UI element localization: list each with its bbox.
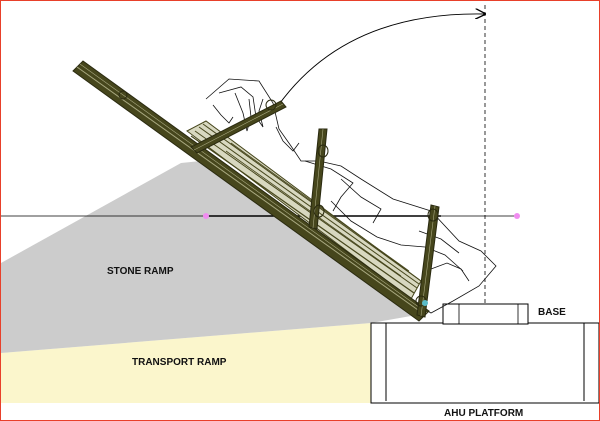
sled-frame xyxy=(72,60,440,322)
stone-ramp-shape xyxy=(1,161,411,353)
transport-ramp-label: TRANSPORT RAMP xyxy=(132,357,227,368)
transport-ramp-shape xyxy=(1,323,371,403)
axis-marker-right xyxy=(514,213,520,219)
moai-statue-outline xyxy=(205,78,497,314)
axis-marker-left xyxy=(203,213,209,219)
ahu-platform-block xyxy=(370,322,599,404)
base-block xyxy=(442,303,529,325)
stone-ramp-label: STONE RAMP xyxy=(107,266,174,277)
base-label: BASE xyxy=(538,307,566,318)
ahu-platform-label: AHU PLATFORM xyxy=(444,408,523,419)
rotation-arc-arrow xyxy=(272,14,485,114)
